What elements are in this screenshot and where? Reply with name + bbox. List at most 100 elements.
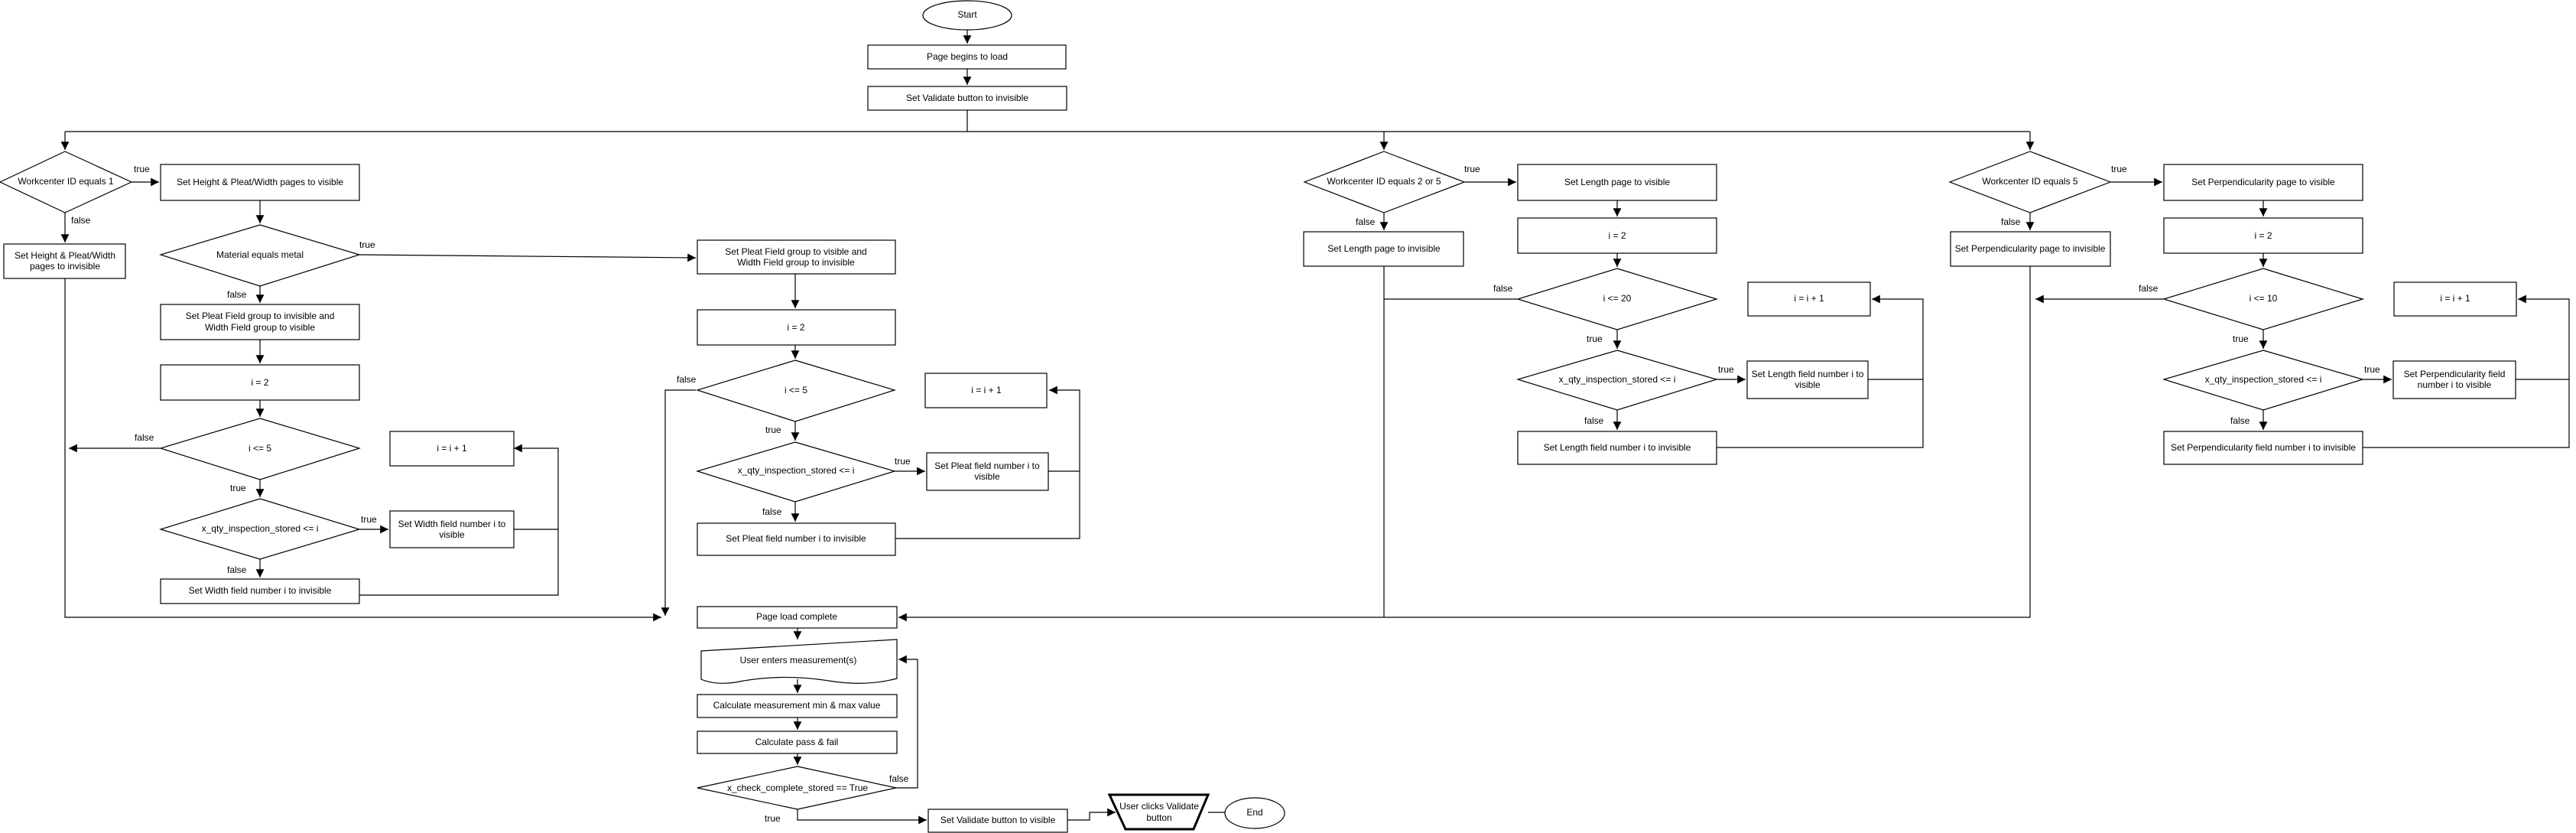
perp-qty-true-label: true <box>2364 364 2380 375</box>
length-invisible-box <box>1303 231 1464 267</box>
edge-wc1-invisible-down <box>64 278 661 622</box>
pleat-visible-box <box>697 239 896 275</box>
pleat-qty-true-label: true <box>895 456 911 467</box>
wc1-decision-label: Workcenter ID equals 1 <box>18 176 113 187</box>
pleat-qty-decision <box>695 441 897 503</box>
pleat-incr-box <box>924 373 1048 408</box>
validate-invisible-box <box>867 86 1067 111</box>
perp-loop-decision <box>2162 268 2365 330</box>
pleat-loop-true-label: true <box>765 425 781 435</box>
perp-visible-box <box>2163 164 2363 201</box>
length-field-invisible-label: Set Length field number i to invisible <box>1544 442 1691 453</box>
calc-minmax-label: Calculate measurement min & max value <box>713 700 881 711</box>
pleat-loop-false-label: false <box>677 374 697 385</box>
length-visible-box <box>1517 164 1717 201</box>
edge-length-field-inv-loopback <box>1717 294 1924 448</box>
wc1-pages-visible-label: Set Height & Pleat/Width pages to visibl… <box>177 177 343 187</box>
edge-perp-field-inv-loopback <box>2363 294 2570 448</box>
nodes: Start Page begins to load Set Validate b… <box>0 0 2517 833</box>
edge-material-true <box>359 253 697 262</box>
edge-pleat-field-inv-loopback <box>895 386 1080 539</box>
perp-field-visible-label-1: Set Perpendicularity field <box>2404 369 2506 379</box>
length-field-invisible-box <box>1517 431 1717 465</box>
pleat-invisible-label-1: Set Pleat Field group to invisible and <box>186 311 335 321</box>
edge-pleat-loop-false <box>661 389 696 616</box>
page-load-complete-label: Page load complete <box>756 611 837 622</box>
pleat-visible-label-2: Width Field group to invisible <box>737 257 855 268</box>
user-clicks-label-1: User clicks Validate <box>1119 801 1199 812</box>
width-field-visible-label-2: visible <box>439 529 465 540</box>
perp-visible-label: Set Perpendicularity page to visible <box>2191 177 2335 187</box>
end-label: End <box>1246 807 1262 818</box>
width-field-visible-box <box>389 510 515 548</box>
length-qty-true-label: true <box>1718 364 1734 375</box>
user-clicks-label-2: button <box>1146 812 1171 823</box>
edge-width-field-inv-loopback <box>359 444 559 596</box>
edge-validate-visible-to-user-clicks <box>1067 808 1116 821</box>
end-terminal-shape <box>1224 797 1285 829</box>
wc2-false-label: false <box>1356 216 1376 227</box>
pleat-loop-label: i <= 5 <box>784 385 807 395</box>
check-true-label: true <box>765 813 781 824</box>
check-complete-decision <box>697 766 897 810</box>
wc5-decision-label: Workcenter ID equals 5 <box>1982 176 2077 187</box>
perp-invisible-box <box>1950 231 2111 267</box>
length-i2-label: i = 2 <box>1608 230 1626 241</box>
pleat-qty-false-label: false <box>762 506 782 517</box>
width-field-visible-label-1: Set Width field number i to <box>398 519 506 529</box>
page-load-box <box>867 44 1067 70</box>
wc5-true-label: true <box>2111 164 2127 174</box>
start-terminal <box>922 0 1012 31</box>
user-enters-label: User enters measurement(s) <box>740 655 857 665</box>
length-loop-label: i <= 20 <box>1603 293 1632 304</box>
perp-incr-box <box>2393 281 2517 317</box>
perp-loop-false-label: false <box>2139 283 2159 294</box>
wc1-decision <box>0 151 133 213</box>
width-i2-box <box>160 364 360 401</box>
edge-check-true <box>797 809 927 825</box>
pleat-field-visible-box <box>926 452 1049 491</box>
pleat-loop-decision <box>695 360 897 422</box>
pleat-visible-label-1: Set Pleat Field group to visible and <box>725 246 866 257</box>
pleat-i2-box <box>697 309 896 346</box>
width-field-invisible-label: Set Width field number i to invisible <box>189 585 332 596</box>
width-field-invisible-box <box>160 578 360 604</box>
wc1-pages-invisible-label-1: Set Height & Pleat/Width <box>15 250 115 261</box>
width-incr-label: i = i + 1 <box>437 443 467 454</box>
edge-check-false-loopback <box>896 655 918 789</box>
perp-field-visible-label-2: number i to visible <box>2418 379 2492 390</box>
page-load-label: Page begins to load <box>927 51 1008 62</box>
length-loop-false-label: false <box>1493 283 1513 294</box>
user-enters-manual-input <box>700 639 898 684</box>
wc2-decision-label: Workcenter ID equals 2 or 5 <box>1327 176 1441 187</box>
length-loop-decision <box>1515 268 1719 330</box>
pleat-invisible-box <box>160 304 360 340</box>
length-qty-label: x_qty_inspection_stored <= i <box>1559 374 1676 385</box>
calc-passfail-label: Calculate pass & fail <box>755 737 839 747</box>
validate-visible-box <box>927 809 1068 833</box>
perp-i2-label: i = 2 <box>2254 230 2272 241</box>
perp-field-visible-box <box>2392 360 2516 399</box>
perp-incr-label: i = i + 1 <box>2440 293 2470 304</box>
wc5-decision <box>1948 151 2112 213</box>
user-clicks-manual-operation <box>1107 793 1210 831</box>
edge-labels: true false true false false true true fa… <box>71 164 2380 824</box>
width-incr-box <box>389 431 515 467</box>
wc1-false-label: false <box>71 215 91 226</box>
perp-i2-box <box>2163 217 2363 254</box>
validate-invisible-label: Set Validate button to invisible <box>906 93 1028 103</box>
validate-visible-label: Set Validate button to visible <box>940 815 1056 825</box>
wc1-pages-visible-box <box>160 164 360 201</box>
perp-qty-decision <box>2162 350 2365 411</box>
wc5-false-label: false <box>2001 216 2021 227</box>
perp-field-invisible-box <box>2163 431 2363 465</box>
length-i2-box <box>1517 217 1717 254</box>
material-decision <box>158 224 362 287</box>
perp-field-invisible-label: Set Perpendicularity field number i to i… <box>2171 442 2356 453</box>
length-field-visible-box <box>1746 360 1869 399</box>
pleat-qty-label: x_qty_inspection_stored <= i <box>738 465 855 476</box>
pleat-field-invisible-box <box>697 522 896 556</box>
start-label: Start <box>957 9 977 20</box>
check-complete-label: x_check_complete_stored == True <box>727 783 868 793</box>
